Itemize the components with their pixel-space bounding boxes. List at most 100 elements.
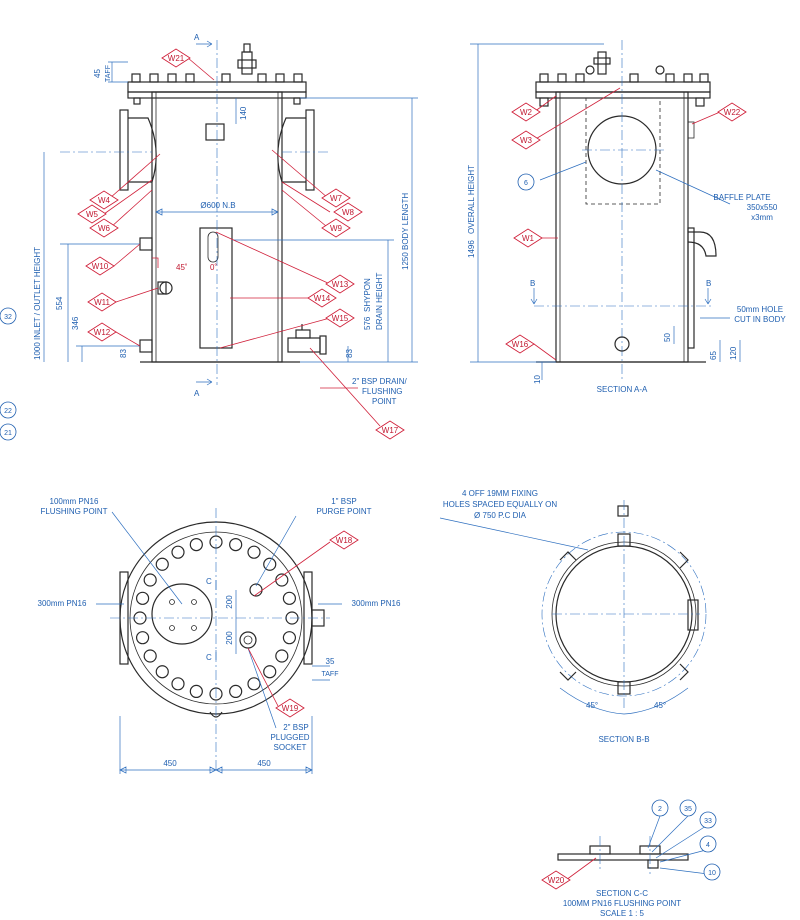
weld-marker-w19: W19 [275, 698, 305, 718]
dim-120: 120 [729, 346, 738, 360]
angle-45-left: 45° [586, 701, 598, 710]
bolt-hole [143, 649, 157, 663]
weld-label: W16 [512, 340, 529, 349]
bolt-hole [229, 537, 243, 552]
balloon-label: 32 [4, 314, 12, 321]
section-aa-view [470, 40, 741, 380]
baffle-1: BAFFLE PLATE [713, 193, 770, 202]
bolt-hole [171, 677, 185, 691]
lid-bolts-aa [539, 73, 709, 107]
dim-140: 140 [239, 106, 248, 120]
item-balloon-6: 6 [517, 173, 535, 191]
baffle-2: 350x550 [747, 203, 778, 212]
weld-label: W12 [94, 328, 111, 337]
cut-a-label-bottom: A [194, 389, 200, 398]
dim-35: 35 [326, 657, 335, 666]
dim-65: 65 [709, 351, 718, 360]
dim-83-left: 83 [119, 349, 128, 358]
weld-label: W17 [382, 426, 399, 435]
weld-label: W7 [330, 194, 343, 203]
weld-label: W9 [330, 224, 343, 233]
weld-label: W2 [520, 108, 533, 117]
dim-1496: 1496 [467, 240, 476, 258]
section-aa-title: SECTION A-A [597, 385, 648, 394]
section-bb-view [439, 500, 707, 715]
item-balloon-10: 10 [703, 863, 721, 881]
drain-note-3: POINT [372, 397, 397, 406]
dim-450-right: 450 [257, 759, 271, 768]
weld-label: W19 [282, 704, 299, 713]
bolt-hole [155, 665, 169, 679]
flange-left-label: 300mm PN16 [38, 599, 87, 608]
dim-1000: 1000 [33, 342, 42, 360]
weld-marker-w21: W21 [161, 48, 191, 68]
lid-bolts [131, 73, 303, 105]
weld-label: W8 [342, 208, 355, 217]
balloon-label: 2 [658, 806, 662, 813]
dim-200-bottom: 200 [225, 631, 234, 645]
weld-marker-w11: W11 [87, 292, 117, 312]
dim-450-left: 450 [163, 759, 177, 768]
weld-marker-w5: W5 [77, 204, 107, 224]
plan-taff: TAFF [322, 671, 339, 678]
cut-c-top: C [206, 577, 212, 586]
weld-marker-w8: W8 [333, 202, 363, 222]
weld-leaders-aa [533, 87, 731, 361]
weld-label: W14 [314, 294, 331, 303]
bolt-hole [263, 557, 277, 571]
weld-label: W15 [332, 314, 349, 323]
balloon-label: 21 [4, 430, 12, 437]
front-elevation-view [43, 40, 418, 427]
section-bb-title: SECTION B-B [598, 735, 649, 744]
balloon-label: 35 [684, 806, 692, 813]
weld-label: W4 [98, 196, 111, 205]
dim-576: 576 [363, 316, 372, 330]
dim-554: 554 [55, 296, 64, 310]
bolt-hole [282, 591, 297, 605]
dim-1250: 1250 [401, 252, 410, 270]
fixing-note-1: 4 OFF 19MM FIXING [462, 489, 538, 498]
weld-marker-w4: W4 [89, 190, 119, 210]
shypon-label: SHYPON [363, 278, 372, 312]
weld-label: W21 [168, 54, 185, 63]
flange-bolt-holes [133, 535, 299, 701]
hole-1: 50mm HOLE [737, 305, 783, 314]
weld-label: W10 [92, 262, 109, 271]
drain-note-1: 2" BSP DRAIN/ [352, 377, 407, 386]
weld-marker-w7: W7 [321, 188, 351, 208]
item-balloon-22: 22 [0, 401, 17, 419]
weld-marker-w12: W12 [87, 322, 117, 342]
weld-marker-w16: W16 [505, 334, 535, 354]
weld-marker-w15: W15 [325, 308, 355, 328]
bolt-hole [155, 557, 169, 571]
dim-50: 50 [663, 333, 672, 342]
weld-marker-w18: W18 [329, 530, 359, 550]
drain-note-2: FLUSHING [362, 387, 402, 396]
item-balloon-2: 2 [651, 799, 669, 817]
flushing-1: 100mm PN16 [50, 497, 99, 506]
item-balloon-33: 33 [699, 811, 717, 829]
plan-view [96, 508, 342, 774]
plugged-3: SOCKET [274, 743, 307, 752]
bolt-hole [263, 665, 277, 679]
dim-10: 10 [533, 375, 542, 384]
section-cc-scale: SCALE 1 : 5 [600, 909, 645, 918]
purge-2: PURGE POINT [316, 507, 371, 516]
weld-label: W6 [98, 224, 111, 233]
dim-45: 45 [93, 69, 102, 78]
purge-1: 1" BSP [331, 497, 357, 506]
angle-0: 0˚ [210, 263, 217, 272]
weld-marker-w2: W2 [511, 102, 541, 122]
weld-marker-w10: W10 [85, 256, 115, 276]
bolt-hole [189, 684, 203, 699]
item-balloon-4: 4 [699, 835, 717, 853]
section-cc-view [557, 815, 709, 881]
fixing-note-3: Ø 750 P.C DIA [474, 511, 527, 520]
balloon-label: 22 [4, 408, 12, 415]
bolt-hole [275, 573, 289, 587]
weld-label: W3 [520, 136, 533, 145]
weld-marker-w9: W9 [321, 218, 351, 238]
weld-label: W11 [94, 298, 110, 307]
balloon-label: 4 [706, 842, 710, 849]
